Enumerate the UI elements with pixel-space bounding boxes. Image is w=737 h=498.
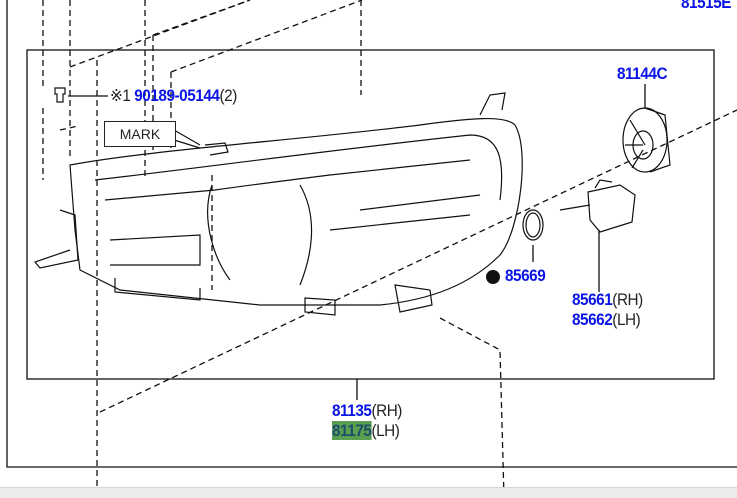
callout-85669[interactable]: 85669 — [505, 266, 546, 285]
callout-81175[interactable]: 81175(LH) — [332, 421, 400, 440]
assembly-box — [26, 49, 715, 380]
part-number-link[interactable]: 81515E — [681, 0, 732, 12]
side: (LH) — [612, 310, 641, 329]
part-number-link[interactable]: 85669 — [505, 266, 546, 285]
callout-90189-05144[interactable]: ※1 90189-05144(2) — [110, 87, 237, 105]
bottom-scroll-area — [0, 487, 737, 498]
part-number-link[interactable]: 85662 — [572, 310, 613, 329]
callout-85661[interactable]: 85661(RH) — [572, 291, 643, 309]
callout-81144c[interactable]: 81144C — [617, 64, 668, 83]
bullet-dot — [486, 270, 500, 284]
side: (RH) — [612, 290, 643, 309]
part-number-link[interactable]: 81135 — [332, 401, 372, 420]
part-number-link[interactable]: 90189-05144 — [134, 86, 220, 105]
callout-81135[interactable]: 81135(RH) — [332, 402, 402, 420]
part-number-link-highlighted[interactable]: 81175 — [332, 421, 372, 440]
part-number-link[interactable]: 81144C — [617, 64, 668, 83]
side: (RH) — [371, 401, 402, 420]
callout-81515e[interactable]: 81515E — [681, 0, 732, 12]
side: (LH) — [371, 421, 400, 440]
note-marker: ※1 — [110, 86, 131, 105]
part-number-link[interactable]: 85661 — [572, 290, 613, 309]
mark-label-box: MARK — [104, 121, 176, 147]
callout-85662[interactable]: 85662(LH) — [572, 310, 641, 329]
quantity: (2) — [219, 86, 237, 105]
outer-frame — [6, 0, 737, 468]
